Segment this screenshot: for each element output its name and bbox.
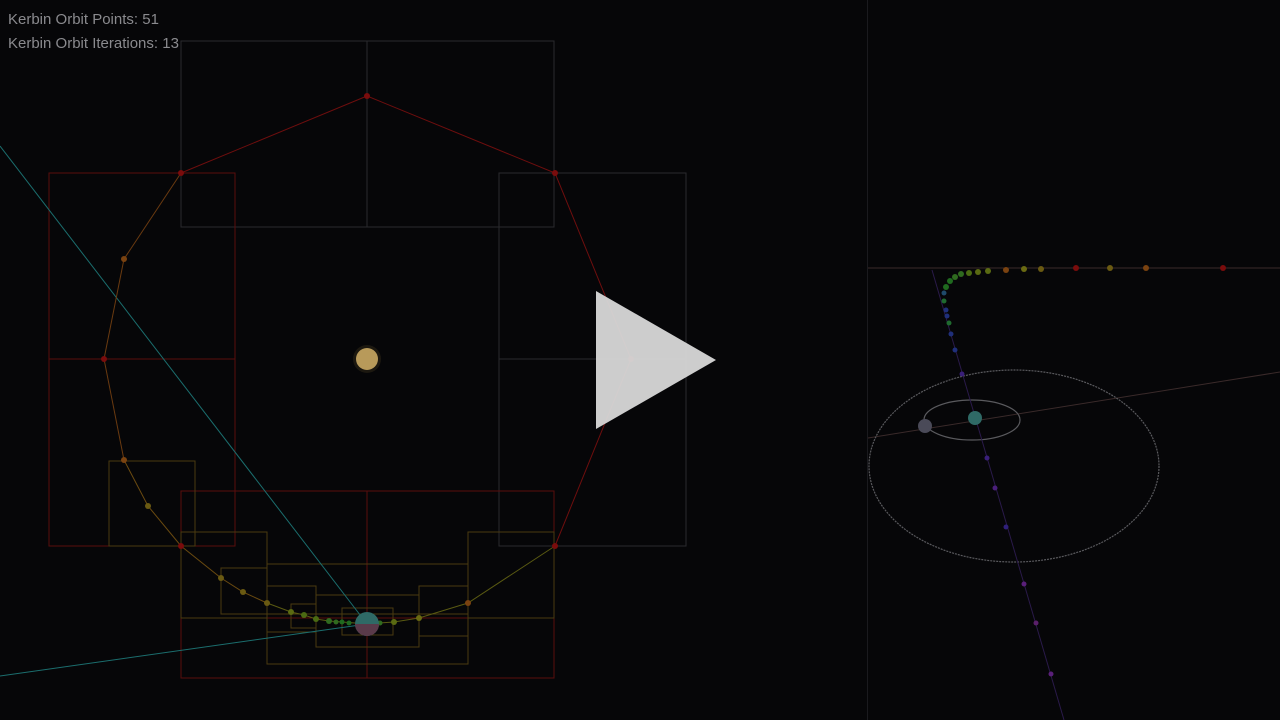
orbit-point [240, 589, 246, 595]
orbit-point [288, 609, 294, 615]
orbit-point [346, 620, 352, 626]
orbit-point [552, 543, 558, 549]
orbit-point [264, 600, 270, 606]
orbit-stats-hud: Kerbin Orbit Points: 51 Kerbin Orbit Ite… [8, 8, 179, 56]
outer-orbit-ellipse [868, 369, 1160, 563]
orbit-point [218, 575, 224, 581]
moon-icon [918, 419, 932, 433]
orbit-point [339, 619, 345, 625]
quadtree-grid-red [48, 172, 555, 679]
orbit-point [391, 619, 397, 625]
orbit-point [145, 503, 151, 509]
orbit-point [178, 543, 184, 549]
sun-icon [353, 345, 381, 373]
trajectory-points-horizontal [941, 265, 1226, 304]
trajectory-points-vertical [943, 307, 1054, 677]
orbit-subdivision-view[interactable]: Kerbin Orbit Points: 51 Kerbin Orbit Ite… [0, 0, 868, 720]
orbit-point [101, 356, 107, 362]
orbit-point [121, 457, 127, 463]
descending-trajectory [931, 269, 1065, 720]
orbit-point [313, 616, 319, 622]
orbit-point [178, 170, 184, 176]
perspective-3d-view[interactable] [868, 0, 1280, 720]
orbit-subdivision-canvas [0, 40, 687, 679]
orbit-point [552, 170, 558, 176]
play-button[interactable] [596, 291, 716, 429]
orbit-point [301, 612, 307, 618]
orbit-points [101, 93, 634, 626]
play-icon [596, 291, 716, 429]
perspective-canvas [868, 265, 1280, 720]
orbit-point [121, 256, 127, 262]
orbit-points-label: Kerbin Orbit Points: 51 [8, 11, 159, 28]
trajectory-lines [0, 145, 368, 677]
orbit-point [416, 615, 422, 621]
planet-icon [355, 612, 379, 636]
orbit-point [326, 618, 332, 624]
orbit-iterations-label: Kerbin Orbit Iterations: 13 [8, 35, 179, 52]
ecliptic-lines [868, 267, 1280, 439]
planet-icon [968, 411, 982, 425]
orbit-point [333, 619, 339, 625]
orbit-point [364, 93, 370, 99]
orbit-point [465, 600, 471, 606]
